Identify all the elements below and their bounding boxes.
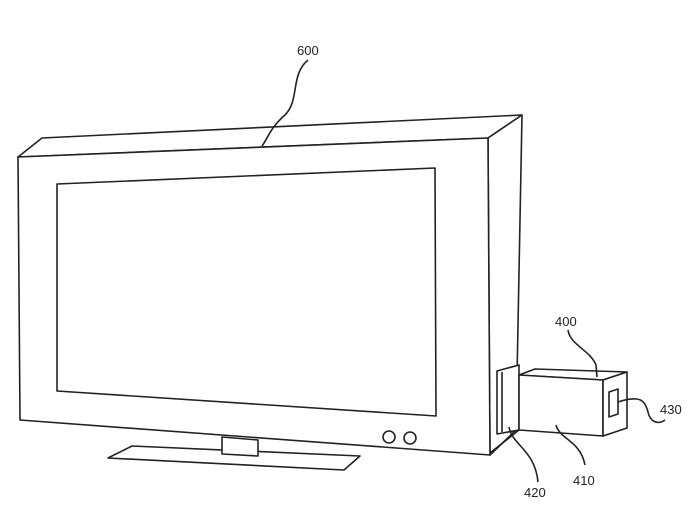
leader-410 <box>555 424 586 466</box>
television <box>17 114 523 471</box>
reference-labels: 600 400 430 410 420 <box>297 43 682 500</box>
tv-stand-neck <box>221 436 259 457</box>
tv-screen <box>56 167 437 417</box>
connector-plate <box>496 364 520 435</box>
tv-stand-base <box>107 445 361 471</box>
label-400: 400 <box>555 314 577 329</box>
label-430: 430 <box>660 402 682 417</box>
leader-600 <box>261 59 309 147</box>
tv-button[interactable] <box>403 431 417 445</box>
leader-lines <box>261 59 666 483</box>
label-600: 600 <box>297 43 319 58</box>
leader-420 <box>508 426 539 483</box>
leader-400 <box>567 329 598 378</box>
label-410: 410 <box>573 473 595 488</box>
port-window <box>608 388 619 418</box>
device-400 <box>489 364 628 454</box>
device-shadow-line <box>489 429 520 454</box>
leader-430 <box>617 398 666 424</box>
label-420: 420 <box>524 485 546 500</box>
device-front-face <box>518 374 604 437</box>
tv-button[interactable] <box>382 430 396 444</box>
